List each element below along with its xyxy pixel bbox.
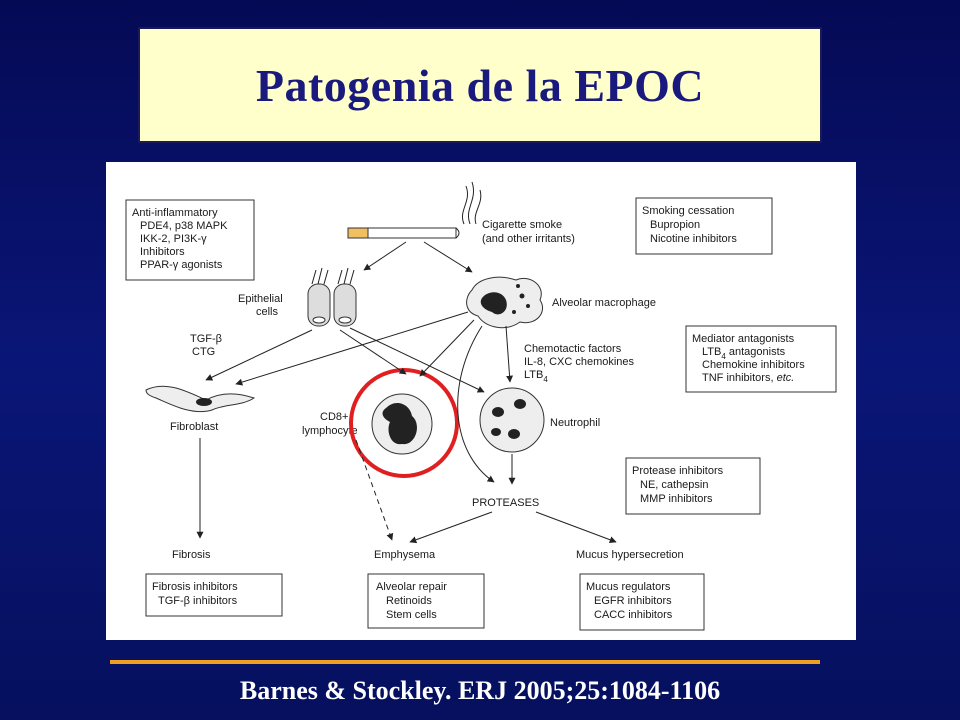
cigarette-icon: [347, 227, 460, 239]
fibrosis-box-line: TGF-β inhibitors: [158, 595, 238, 607]
fibrosis-box-line: Fibrosis inhibitors: [152, 581, 238, 593]
emphysema-box: [367, 573, 485, 629]
mediator-antagonists-title: Mediator antagonists: [692, 333, 795, 345]
mucus-box-line: CACC inhibitors: [594, 609, 673, 621]
neutrophil-label: Neutrophil: [550, 417, 600, 429]
divider-rule: [110, 660, 820, 664]
arrow-macrophage-neutrophil: [505, 325, 514, 383]
epithelial-label-2: cells: [256, 306, 279, 318]
mucus-box-line: EGFR inhibitors: [594, 595, 672, 607]
mucus-hypersecretion-label: Mucus hypersecretion: [576, 549, 684, 561]
cd8-label: CD8+: [320, 411, 348, 423]
anti-inflammatory-title: Anti-inflammatory: [132, 207, 218, 219]
anti-inflammatory-box: [125, 199, 255, 281]
epithelial-label: Epithelial: [238, 293, 283, 305]
lymphocyte-icon: [371, 393, 433, 455]
mediator-antagonists-line: TNF inhibitors, etc.: [702, 372, 794, 384]
arrow-proteases-mucus: [535, 511, 617, 544]
arrow-epithelial-neutrophil: [349, 327, 485, 393]
alveolar-macrophage-label: Alveolar macrophage: [552, 297, 656, 309]
cigarette-smoke-sub: (and other irritants): [482, 233, 575, 245]
neutrophil-icon: [479, 387, 545, 453]
fibroblast-label: Fibroblast: [170, 421, 218, 433]
arrow-smoke-epithelial: [363, 241, 407, 271]
mucus-box-line: Mucus regulators: [586, 581, 671, 593]
arrow-epithelial-lymphocyte: [339, 329, 407, 375]
arrow-proteases-emphysema: [409, 511, 493, 544]
ctg-label: CTG: [192, 346, 215, 358]
emphysema-box-line: Stem cells: [386, 609, 437, 621]
protease-inhibitors-line: MMP inhibitors: [640, 493, 713, 505]
mediator-antagonists-line: LTB4 antagonists: [702, 346, 786, 361]
lymphocyte-label: lymphocyte: [302, 425, 358, 437]
arrow-smoke-macrophage: [423, 241, 473, 273]
arrow-macrophage-proteases: [457, 325, 495, 483]
fibroblast-icon: [145, 385, 256, 412]
chemotactic-title: Chemotactic factors: [524, 343, 622, 355]
arrow-macrophage-fibroblast: [235, 311, 469, 386]
epithelial-cells-icon: [307, 267, 357, 327]
title-box: Patogenia de la EPOC: [138, 27, 822, 143]
anti-inflammatory-line: PPAR-γ agonists: [140, 259, 223, 271]
mediator-antagonists-line: Chemokine inhibitors: [702, 359, 805, 371]
smoking-cessation-line: Bupropion: [650, 219, 700, 231]
mediator-antagonists-box: [685, 325, 837, 393]
cigarette-smoke-label: Cigarette smoke: [482, 219, 562, 231]
tgf-label: TGF-β: [190, 333, 222, 345]
fibrosis-box: [145, 573, 283, 617]
anti-inflammatory-line: Inhibitors: [140, 246, 185, 258]
chemotactic-line: IL-8, CXC chemokines: [524, 356, 635, 368]
emphysema-box-line: Alveolar repair: [376, 581, 447, 593]
smoking-cessation-line: Nicotine inhibitors: [650, 233, 737, 245]
smoke-icon: [462, 181, 482, 225]
arrow-macrophage-lymphocyte: [419, 319, 475, 377]
protease-inhibitors-title: Protease inhibitors: [632, 465, 724, 477]
anti-inflammatory-line: PDE4, p38 MAPK: [140, 220, 228, 232]
arrow-epithelial-fibroblast: [205, 329, 313, 381]
fibrosis-label: Fibrosis: [172, 549, 211, 561]
protease-inhibitors-line: NE, cathepsin: [640, 479, 708, 491]
emphysema-label: Emphysema: [374, 549, 436, 561]
chemotactic-ltb: LTB4: [524, 369, 548, 384]
anti-inflammatory-line: IKK-2, PI3K-γ: [140, 233, 207, 245]
protease-inhibitors-box: [625, 457, 761, 515]
diagram-svg: Anti-inflammatory PDE4, p38 MAPK IKK-2, …: [125, 181, 837, 631]
smoking-cessation-box: [635, 197, 773, 255]
alveolar-macrophage-icon: [466, 276, 543, 329]
emphysema-box-line: Retinoids: [386, 595, 432, 607]
mucus-box: [579, 573, 705, 631]
proteases-label: PROTEASES: [472, 497, 539, 509]
smoking-cessation-title: Smoking cessation: [642, 205, 734, 217]
citation: Barnes & Stockley. ERJ 2005;25:1084-1106: [239, 676, 721, 705]
pathogenesis-diagram: Anti-inflammatory PDE4, p38 MAPK IKK-2, …: [106, 162, 856, 640]
slide-title: Patogenia de la EPOC: [255, 59, 705, 111]
